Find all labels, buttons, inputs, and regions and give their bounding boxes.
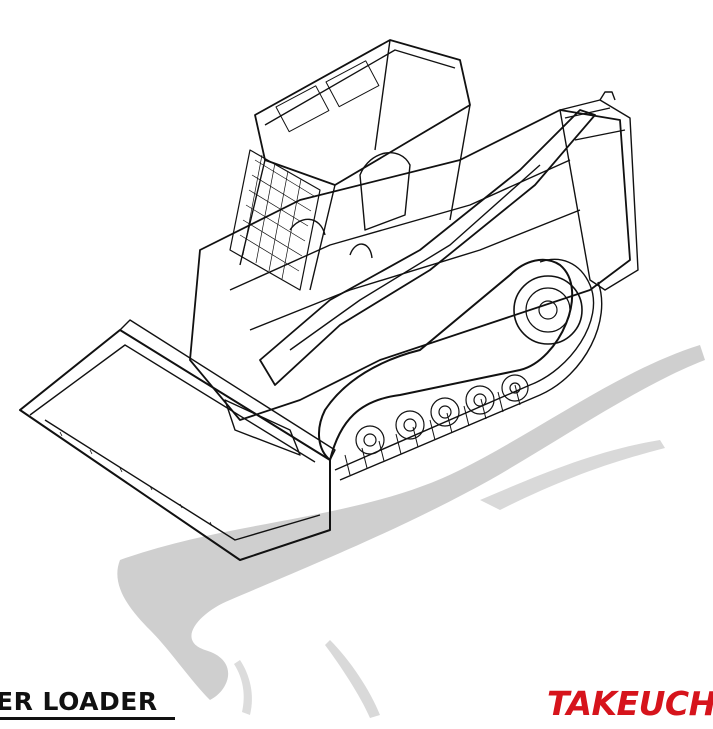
ground-shadow — [117, 345, 705, 718]
title-underline — [0, 717, 175, 720]
lift-arm — [259, 109, 596, 386]
seat — [359, 152, 411, 231]
engine-tower — [559, 99, 639, 291]
track — [318, 258, 574, 461]
bucket — [19, 329, 331, 561]
brand-logo: TAKEUCHI — [547, 684, 713, 723]
document-title: ER LOADER — [0, 687, 158, 716]
